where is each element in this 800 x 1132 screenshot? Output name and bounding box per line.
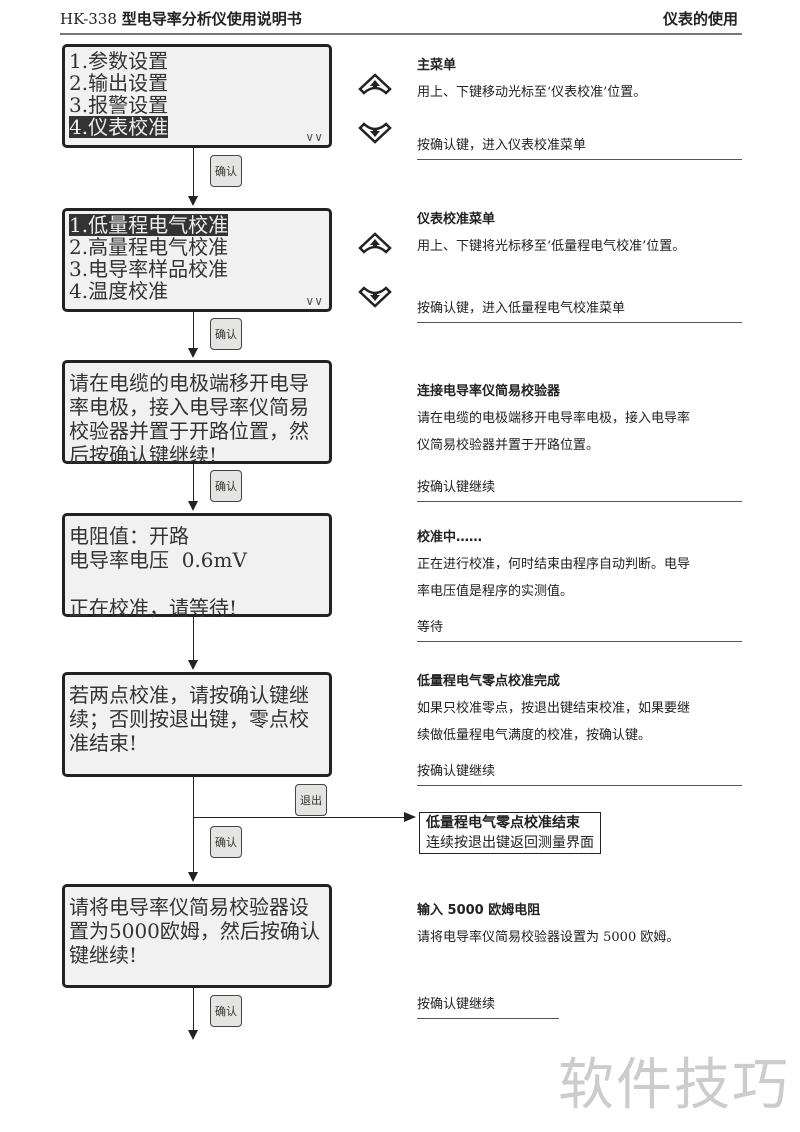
step-title: 仪表校准菜单 xyxy=(417,212,496,227)
lcd-line: 电阻值：开路 xyxy=(69,524,189,548)
lcd-line: 2.输出设置 xyxy=(69,71,169,95)
lcd-screen-3: 请在电缆的电极端移开电导率电极，接入电导率仪简易校验器并置于开路位置，然后按确认… xyxy=(62,360,332,467)
down-key-icon[interactable] xyxy=(358,120,392,144)
lcd-line: 4.仪表校准 xyxy=(69,115,169,139)
step-description-3: 连接电导率仪简易校验器请在电缆的电极端移开电导率电极，接入电导率仪简易校验器并置… xyxy=(417,378,742,459)
exit-branch-line xyxy=(193,817,405,818)
lcd-line: 后按确认键继续! xyxy=(69,443,218,467)
step-description-6: 输入 5000 欧姆电阻请将电导率仪简易校验器设置为 5000 欧姆。 xyxy=(417,897,742,951)
section-title: 仪表的使用 xyxy=(662,10,738,28)
exit-key[interactable]: 退出 xyxy=(295,784,327,816)
step-title: 低量程电气零点校准完成 xyxy=(417,674,561,689)
flow-arrow xyxy=(193,464,194,501)
step-footer: 按确认键，进入仪表校准菜单 xyxy=(417,132,742,160)
lcd-line: 请将电导率仪简易校验器设 xyxy=(69,895,309,919)
confirm-key[interactable]: 确认 xyxy=(210,155,242,187)
arrowhead-icon xyxy=(188,872,198,882)
step-footer-text: 等待 xyxy=(417,614,742,642)
lcd-screen-4: 电阻值：开路电导率电压 0.6mV 正在校准，请等待! xyxy=(62,513,332,620)
step-footer-text: 按确认键，进入仪表校准菜单 xyxy=(417,132,742,160)
confirm-key[interactable]: 确认 xyxy=(210,995,242,1027)
step-body: 请在电缆的电极端移开电导率电极，接入电导率 xyxy=(417,411,691,426)
lcd-line: 4.温度校准 xyxy=(69,279,169,303)
lcd-line: 2.高量程电气校准 xyxy=(69,235,229,259)
flow-arrow xyxy=(193,617,194,660)
step-body: 用上、下键将光标移至‘低量程电气校准’位置。 xyxy=(417,239,686,254)
lcd-line: 若两点校准，请按确认键继 xyxy=(69,683,309,707)
lcd-line: 键继续! xyxy=(69,943,138,967)
lcd-line: 正在校准，请等待! xyxy=(69,596,238,620)
header-divider xyxy=(60,33,742,35)
scroll-down-icon: ∨∨ xyxy=(305,294,323,308)
confirm-key[interactable]: 确认 xyxy=(210,470,242,502)
model-number: HK-338 xyxy=(60,10,117,28)
step-body: 请将电导率仪简易校验器设置为 5000 欧姆。 xyxy=(417,930,680,945)
step-description-4: 校准中…… 正在进行校准，何时结束由程序自动判断。电导率电压值是程序的实测值。 xyxy=(417,524,742,605)
arrowhead-icon xyxy=(188,196,198,206)
step-title: 主菜单 xyxy=(417,58,457,73)
flow-arrow xyxy=(193,148,194,196)
arrowhead-icon xyxy=(188,660,198,670)
step-body: 正在进行校准，何时结束由程序自动判断。电导 xyxy=(417,557,691,572)
lcd-screen-6: 请将电导率仪简易校验器设置为5000欧姆，然后按确认键继续! xyxy=(62,884,332,988)
arrowhead-icon xyxy=(404,812,416,822)
step-footer: 按确认键继续 xyxy=(417,474,742,502)
flow-arrow xyxy=(193,777,194,872)
down-key-icon[interactable] xyxy=(358,284,392,308)
exit-result-box: 低量程电气零点校准结束 连续按退出键返回测量界面 xyxy=(419,812,601,854)
lcd-line: 置为5000欧姆，然后按确认 xyxy=(69,919,320,943)
step-body: 如果只校准零点，按退出键结束校准，如果要继 xyxy=(417,701,691,716)
step-body: 仪简易校验器并置于开路位置。 xyxy=(417,438,600,453)
scroll-down-icon: ∨∨ xyxy=(305,130,323,144)
step-footer-text: 按确认键继续 xyxy=(417,758,742,786)
up-key-icon[interactable] xyxy=(358,73,392,97)
lcd-screen-5: 若两点校准，请按确认键继续；否则按退出键，零点校准结束! xyxy=(62,672,332,777)
lcd-line: 3.电导率样品校准 xyxy=(69,257,229,281)
lcd-line: 1.参数设置 xyxy=(69,49,169,73)
watermark: 软件技巧 xyxy=(558,1053,790,1118)
lcd-line: 1.低量程电气校准 xyxy=(69,213,229,237)
lcd-line: 率电极，接入电导率仪简易 xyxy=(69,395,309,419)
lcd-line: 校验器并置于开路位置，然 xyxy=(69,419,309,443)
lcd-line: 准结束! xyxy=(69,731,138,755)
confirm-key[interactable]: 确认 xyxy=(210,318,242,350)
lcd-line: 请在电缆的电极端移开电导 xyxy=(69,371,309,395)
step-footer: 按确认键，进入低量程电气校准菜单 xyxy=(417,295,742,323)
step-body: 用上、下键移动光标至‘仪表校准’位置。 xyxy=(417,85,647,100)
step-title: 输入 5000 欧姆电阻 xyxy=(417,903,541,918)
lcd-line: 3.报警设置 xyxy=(69,93,169,117)
step-footer: 按确认键继续 xyxy=(417,991,559,1019)
step-footer-text: 按确认键继续 xyxy=(417,991,559,1019)
up-key-icon[interactable] xyxy=(358,232,392,256)
flow-arrow xyxy=(193,988,194,1030)
step-body: 续做低量程电气满度的校准，按确认键。 xyxy=(417,728,652,743)
arrowhead-icon xyxy=(188,1030,198,1040)
exit-box-body: 连续按退出键返回测量界面 xyxy=(426,835,594,851)
step-footer: 按确认键继续 xyxy=(417,758,742,786)
step-footer-text: 按确认键继续 xyxy=(417,474,742,502)
step-description-1: 主菜单用上、下键移动光标至‘仪表校准’位置。 xyxy=(417,52,742,106)
step-description-2: 仪表校准菜单用上、下键将光标移至‘低量程电气校准’位置。 xyxy=(417,206,742,260)
lcd-line: 电导率电压 0.6mV xyxy=(69,548,247,572)
confirm-key[interactable]: 确认 xyxy=(210,826,242,858)
manual-title: 型电导率分析仪使用说明书 xyxy=(121,10,302,28)
lcd-line: 续；否则按退出键，零点校 xyxy=(69,707,309,731)
header-title: HK-338 型电导率分析仪使用说明书 xyxy=(60,8,302,29)
arrowhead-icon xyxy=(188,501,198,511)
exit-box-title: 低量程电气零点校准结束 xyxy=(426,815,580,831)
step-body: 率电压值是程序的实测值。 xyxy=(417,584,574,599)
step-description-5: 低量程电气零点校准完成如果只校准零点，按退出键结束校准，如果要继续做低量程电气满… xyxy=(417,668,742,749)
step-footer: 等待 xyxy=(417,614,742,642)
step-title: 连接电导率仪简易校验器 xyxy=(417,384,561,399)
flow-arrow xyxy=(193,312,194,348)
arrowhead-icon xyxy=(188,348,198,358)
step-title: 校准中…… xyxy=(417,530,483,545)
step-footer-text: 按确认键，进入低量程电气校准菜单 xyxy=(417,295,742,323)
